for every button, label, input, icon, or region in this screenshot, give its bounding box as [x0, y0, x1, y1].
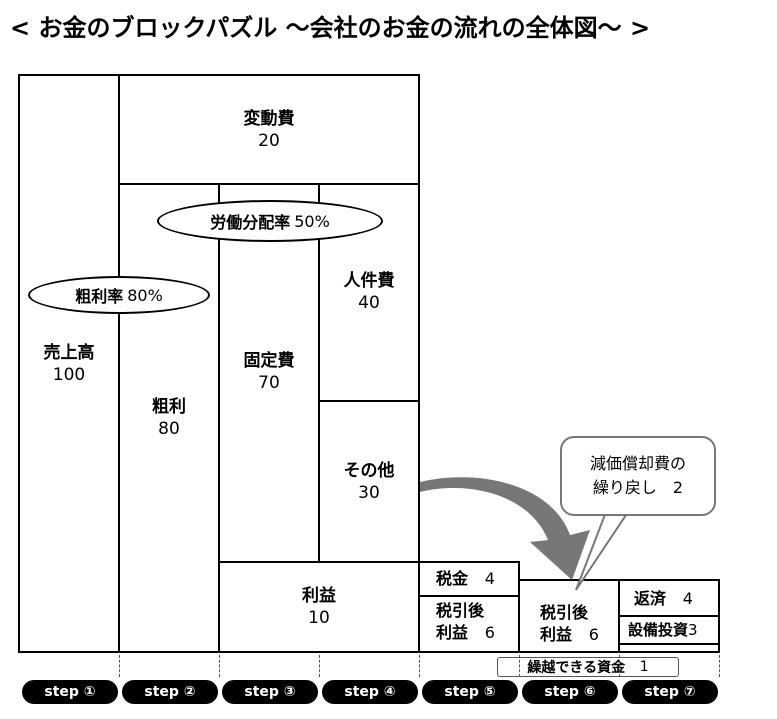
gross-profit-block [118, 183, 220, 653]
divider [119, 655, 120, 677]
callout-line2: 繰り戻し 2 [592, 478, 684, 497]
profit-label: 利益 10 [218, 585, 420, 629]
gross-margin-title: 粗利率 [75, 287, 124, 306]
capex-label: 設備投資3 [628, 619, 698, 641]
tax-label: 税金 4 [436, 568, 495, 590]
personnel-label: 人件費 40 [318, 270, 420, 314]
page-title: < お金のブロックパズル ～会社のお金の流れの全体図～ > [10, 14, 651, 42]
callout-line1: 減価償却費の [589, 454, 686, 473]
variable-cost-title: 変動費 [243, 109, 295, 129]
personnel-title: 人件費 [343, 271, 395, 291]
sales-label: 売上高 100 [18, 342, 120, 386]
labor-share-value: 50% [294, 211, 330, 231]
after-tax-title-5: 税引後 [436, 601, 485, 620]
variable-cost-label: 変動費 20 [118, 108, 420, 152]
other-value: 30 [358, 483, 380, 503]
divider [519, 655, 520, 677]
profit-title: 利益 [302, 586, 336, 606]
tax-title: 税金 [436, 569, 469, 588]
after-tax-profit-block-6 [518, 579, 620, 653]
other-title: その他 [343, 461, 395, 481]
fixed-cost-label: 固定費 70 [218, 350, 320, 394]
step-1-badge: step ① [22, 680, 118, 704]
after-tax-value-6: 6 [588, 625, 599, 644]
repay-value: 4 [682, 589, 693, 608]
divider [219, 655, 220, 677]
personnel-value: 40 [358, 293, 380, 313]
divider [419, 655, 420, 677]
sales-block [18, 74, 120, 653]
sales-title: 売上高 [43, 343, 95, 363]
gross-profit-title: 粗利 [152, 397, 186, 417]
other-label: その他 30 [318, 460, 420, 504]
repay-label: 返済 4 [634, 588, 693, 610]
sales-value: 100 [52, 365, 86, 385]
gross-margin-value: 80% [127, 285, 163, 305]
step-7-badge: step ⑦ [622, 680, 718, 704]
profit-value: 10 [308, 608, 330, 628]
labor-share-title: 労働分配率 [210, 213, 291, 232]
variable-cost-block [118, 74, 420, 185]
step-3-badge: step ③ [222, 680, 318, 704]
gross-profit-label: 粗利 80 [118, 396, 220, 440]
carry-over-label: 繰越できる資金 1 [497, 657, 679, 677]
repay-block [618, 579, 720, 617]
gross-profit-value: 80 [158, 419, 180, 439]
step-2-badge: step ② [122, 680, 218, 704]
other-block [318, 400, 420, 563]
capex-value: 3 [688, 621, 698, 639]
gross-margin-ellipse: 粗利率 80% [28, 276, 210, 314]
step-4-badge: step ④ [322, 680, 418, 704]
step-6-badge: step ⑥ [522, 680, 618, 704]
repay-title: 返済 [634, 589, 667, 608]
carry-strip [618, 643, 720, 653]
fixed-cost-value: 70 [258, 373, 280, 393]
after-tax-title-6: 税引後 [540, 603, 589, 622]
divider [719, 655, 720, 677]
step-5-badge: step ⑤ [422, 680, 518, 704]
variable-cost-value: 20 [258, 131, 280, 151]
after-tax-profit-label-5: 税引後 利益 6 [436, 600, 516, 644]
after-tax-title2-6: 利益 [540, 625, 573, 644]
profit-block [218, 561, 420, 653]
labor-share-ellipse: 労働分配率 50% [157, 200, 383, 242]
depreciation-callout: 減価償却費の 繰り戻し 2 [560, 436, 716, 516]
divider [619, 655, 620, 677]
tax-value: 4 [484, 569, 495, 588]
fixed-cost-title: 固定費 [243, 351, 295, 371]
carry-over-title: 繰越できる資金 [527, 660, 626, 676]
carry-over-value: 1 [639, 659, 649, 675]
capex-title: 設備投資 [628, 621, 689, 639]
divider [319, 655, 320, 677]
after-tax-title2-5: 利益 [436, 623, 469, 642]
after-tax-value-5: 6 [484, 623, 495, 642]
after-tax-profit-label-6: 税引後 利益 6 [540, 602, 620, 646]
after-tax-profit-block-5 [418, 595, 520, 653]
